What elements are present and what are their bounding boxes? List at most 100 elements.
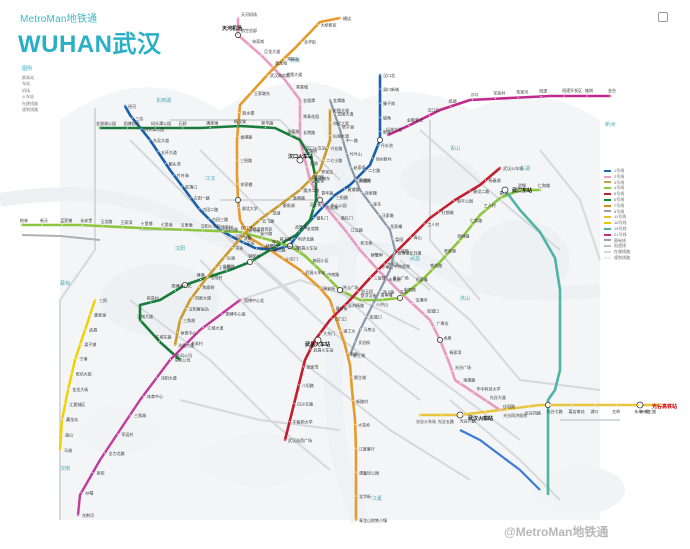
station-dot[interactable] bbox=[331, 306, 334, 310]
station-label[interactable]: 徐家棚 bbox=[365, 189, 377, 195]
station-dot[interactable] bbox=[484, 179, 487, 182]
station-dot[interactable] bbox=[416, 282, 419, 286]
station-dot[interactable] bbox=[247, 43, 251, 46]
station-dot[interactable] bbox=[608, 94, 612, 98]
station-label[interactable]: 黄浦路 bbox=[359, 177, 371, 183]
station-dot[interactable] bbox=[178, 318, 182, 322]
station-dot[interactable] bbox=[236, 124, 240, 128]
station-dot[interactable] bbox=[283, 438, 287, 442]
station-label[interactable]: 建安街 bbox=[336, 305, 348, 311]
station-dot[interactable] bbox=[585, 94, 589, 98]
station-dot[interactable] bbox=[231, 246, 234, 249]
station-label[interactable]: 后湖 bbox=[227, 254, 235, 260]
station-dot[interactable] bbox=[76, 513, 80, 517]
station-dot[interactable] bbox=[354, 447, 358, 450]
station-dot[interactable] bbox=[468, 189, 472, 193]
station-label[interactable]: 武昌火车站 bbox=[313, 346, 333, 352]
station-dot[interactable] bbox=[299, 188, 302, 191]
station-dot[interactable] bbox=[268, 211, 271, 214]
station-label[interactable]: 金潭路 bbox=[333, 97, 345, 103]
station-label[interactable]: 洪山广场 bbox=[342, 284, 358, 290]
station-label[interactable]: 王家墩东 bbox=[254, 90, 270, 96]
station-dot[interactable] bbox=[458, 239, 461, 242]
station-dot[interactable] bbox=[290, 134, 293, 137]
station-label[interactable]: 大东门 bbox=[323, 330, 335, 336]
station-dot[interactable] bbox=[328, 121, 332, 124]
station-dot[interactable] bbox=[449, 105, 452, 108]
station-dot[interactable] bbox=[121, 225, 124, 229]
station-dot[interactable] bbox=[282, 245, 286, 249]
station-dot[interactable] bbox=[244, 228, 247, 232]
station-dot[interactable] bbox=[615, 403, 618, 407]
station-label[interactable]: 七里庙 bbox=[161, 221, 173, 227]
station-label[interactable]: 光谷大道 bbox=[490, 394, 506, 400]
station-dot[interactable] bbox=[291, 89, 295, 92]
station-dot[interactable] bbox=[345, 352, 349, 355]
station-label[interactable]: 北华街 bbox=[304, 39, 316, 45]
station-dot[interactable] bbox=[123, 104, 127, 108]
station-label[interactable]: 中医药大学 bbox=[293, 419, 313, 425]
station-label[interactable]: 拦江路 bbox=[241, 225, 253, 231]
station-label[interactable]: 徐东 bbox=[373, 201, 381, 207]
line-21[interactable] bbox=[387, 94, 610, 137]
station-label[interactable]: 二七小路 bbox=[326, 157, 342, 163]
station-dot[interactable] bbox=[377, 213, 380, 217]
station-label[interactable]: 梅苑小区 bbox=[313, 257, 329, 263]
station-dot[interactable] bbox=[153, 126, 157, 130]
station-label[interactable]: 崇仁路 bbox=[287, 244, 299, 250]
station-dot[interactable] bbox=[88, 313, 92, 316]
station-dot[interactable] bbox=[60, 223, 64, 227]
station-dot[interactable] bbox=[343, 187, 346, 190]
station-dot[interactable] bbox=[270, 65, 274, 68]
station-dot[interactable] bbox=[318, 286, 322, 290]
station-label[interactable]: 未来一路 bbox=[634, 408, 650, 414]
station-label[interactable]: 宁港 bbox=[79, 356, 87, 362]
station-label[interactable]: 体育中心 bbox=[147, 393, 163, 399]
station-label[interactable]: 复兴路 bbox=[260, 230, 272, 236]
station-dot[interactable] bbox=[359, 327, 362, 331]
station-dot[interactable] bbox=[58, 448, 62, 452]
station-label[interactable]: 二七路 bbox=[368, 167, 380, 173]
station-dot[interactable] bbox=[202, 326, 205, 329]
station-dot[interactable] bbox=[330, 317, 333, 320]
station-dot[interactable] bbox=[238, 111, 241, 114]
station-label[interactable]: 庙山 bbox=[65, 432, 73, 438]
station-dot[interactable] bbox=[174, 289, 177, 292]
station-dot[interactable] bbox=[360, 191, 364, 194]
station-label[interactable]: 香港路 bbox=[293, 194, 305, 200]
station-dot[interactable] bbox=[437, 210, 440, 213]
station-label[interactable]: 赵家条 bbox=[312, 178, 324, 184]
station-dot[interactable] bbox=[176, 331, 179, 334]
station-label[interactable]: 天河机场 bbox=[241, 11, 257, 17]
station-dot[interactable] bbox=[103, 451, 106, 455]
station-dot[interactable] bbox=[356, 289, 360, 293]
station-dot[interactable] bbox=[422, 313, 426, 316]
station-label[interactable]: 舵落口 bbox=[185, 183, 197, 189]
station-dot[interactable] bbox=[281, 76, 285, 80]
station-dot[interactable] bbox=[288, 420, 291, 423]
station-dot[interactable] bbox=[309, 348, 312, 351]
station-dot[interactable] bbox=[236, 16, 240, 20]
station-dot[interactable] bbox=[353, 423, 357, 426]
station-label[interactable]: 军民村 bbox=[493, 90, 505, 96]
station-label[interactable]: 武钢 bbox=[518, 182, 526, 188]
station-label[interactable]: 十里铺 bbox=[141, 220, 153, 226]
station-dot[interactable] bbox=[450, 369, 454, 373]
station-dot[interactable] bbox=[505, 407, 509, 411]
station-dot[interactable] bbox=[282, 57, 286, 60]
station-label[interactable]: 湖口 bbox=[590, 408, 598, 414]
station-dot[interactable] bbox=[261, 236, 264, 240]
station-dot[interactable] bbox=[314, 180, 318, 183]
station-dot[interactable] bbox=[326, 207, 329, 211]
station-label[interactable]: 武汉站西广场 bbox=[288, 437, 312, 443]
station-label[interactable]: 青年路 bbox=[321, 189, 333, 195]
station-dot[interactable] bbox=[418, 413, 422, 417]
station-dot[interactable] bbox=[302, 226, 306, 229]
station-label[interactable]: 前进村 bbox=[147, 294, 159, 300]
station-label[interactable]: 宏图大道 bbox=[286, 71, 302, 77]
station-dot[interactable] bbox=[70, 372, 73, 375]
station-dot[interactable] bbox=[292, 402, 296, 405]
station-label[interactable]: 武胜路 bbox=[295, 224, 307, 230]
station-dot[interactable] bbox=[274, 245, 278, 248]
line-5[interactable] bbox=[283, 167, 501, 441]
